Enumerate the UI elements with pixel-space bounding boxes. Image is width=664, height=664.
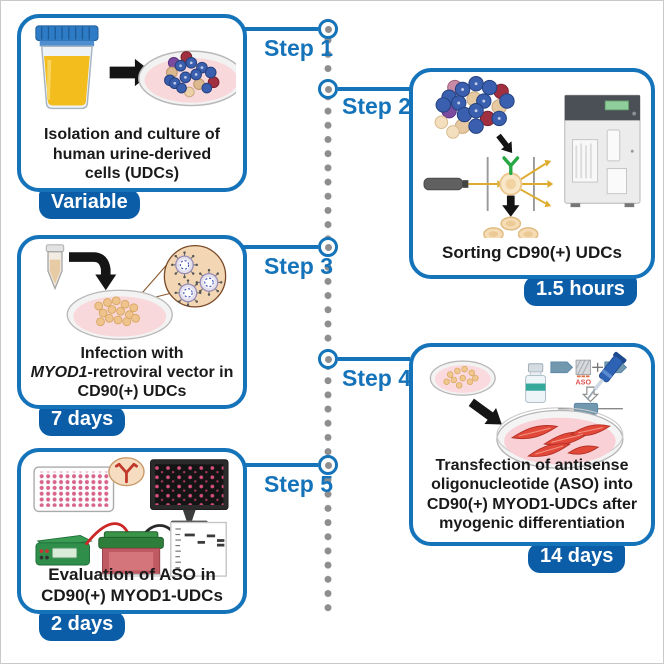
step2-label: Step 2: [342, 93, 412, 119]
petri-dish-tan-cells-icon: [66, 289, 173, 340]
step5-duration-badge: 2 days: [39, 611, 126, 641]
timeline-node-step3: [318, 237, 338, 257]
antibody-red-icon: [108, 457, 145, 487]
red-wire: [84, 522, 130, 546]
step1-duration-badge: Variable: [39, 189, 140, 219]
power-supply-icon: [35, 534, 93, 566]
step3-illustration: [45, 244, 227, 340]
step1-caption: Isolation and culture of human urine-der…: [43, 126, 220, 183]
step3-duration-badge: 7 days: [39, 406, 126, 436]
myod1-italic: MYOD1: [30, 364, 88, 382]
micropipette-icon: [586, 351, 627, 400]
laser-sorting-icon: [423, 156, 554, 211]
step3-caption: Infection with MYOD1-retroviral vector i…: [30, 345, 234, 401]
microscopy-monitor-icon: [150, 459, 229, 526]
timeline-node-step1: [318, 19, 338, 39]
step5-caption: Evaluation of ASO in CD90(+) MYOD1-UDCs: [41, 565, 223, 605]
connector-line-step5: [237, 463, 318, 467]
timeline-node-step2: [318, 79, 338, 99]
step3-card: Infection with MYOD1-retroviral vector i…: [17, 235, 247, 409]
vial-icon: [525, 363, 546, 403]
connector-line-step1: [237, 27, 318, 31]
antibody-green-icon: [502, 156, 520, 176]
step3-label: Step 3: [263, 253, 333, 279]
step1-label: Step 1: [263, 35, 333, 61]
step1-illustration: [35, 25, 236, 110]
timeline-node-step5: [318, 455, 338, 475]
urine-specimen-cup-icon: [35, 25, 99, 110]
step5-label: Step 5: [263, 471, 333, 497]
sorted-cells-icon: [483, 216, 539, 238]
petri-dish-myotubes-icon: [496, 407, 624, 469]
petri-dish-small-icon: [429, 360, 496, 396]
timeline-node-step4: [318, 349, 338, 369]
step2-illustration: [423, 76, 641, 238]
petri-dish-mixed-cells-icon: [138, 50, 236, 107]
step5-card: Evaluation of ASO in CD90(+) MYOD1-UDCs: [17, 448, 247, 614]
step4-caption: Transfection of antisense oligonucleotid…: [426, 457, 638, 532]
retrovirus-magnifier-icon: [163, 244, 227, 308]
connector-line-step4: [338, 357, 410, 361]
cell-sorter-machine-icon: [564, 94, 641, 208]
black-elbow-arrow-icon: [69, 252, 117, 291]
black-arrow-diagonal-icon: [468, 398, 502, 425]
cell-cluster-icon: [434, 76, 515, 139]
96-well-plate-icon: [33, 466, 115, 513]
step5-illustration: [33, 457, 229, 577]
western-blot-icon: [170, 521, 227, 577]
gel-electrophoresis-tank-icon: [98, 531, 164, 577]
aso-label: ASO: [575, 377, 591, 386]
connector-line-step2: [338, 87, 410, 91]
connector-line-step3: [237, 245, 318, 249]
step1-card: Isolation and culture of human urine-der…: [17, 14, 247, 192]
step4-duration-badge: 14 days: [528, 543, 626, 573]
step4-illustration: ASO: [429, 351, 628, 469]
timeline-dotted-line: [324, 22, 332, 614]
microcentrifuge-tube-icon: [45, 244, 65, 291]
black-arrow-down-icon: [496, 133, 513, 153]
black-arrow-down2-icon: [502, 195, 520, 217]
step2-duration-badge: 1.5 hours: [524, 276, 637, 306]
step4-label: Step 4: [342, 365, 412, 391]
step4-card: ASO: [409, 343, 655, 546]
step2-card: Sorting CD90(+) UDCs: [409, 68, 655, 279]
step2-caption: Sorting CD90(+) UDCs: [442, 242, 622, 262]
